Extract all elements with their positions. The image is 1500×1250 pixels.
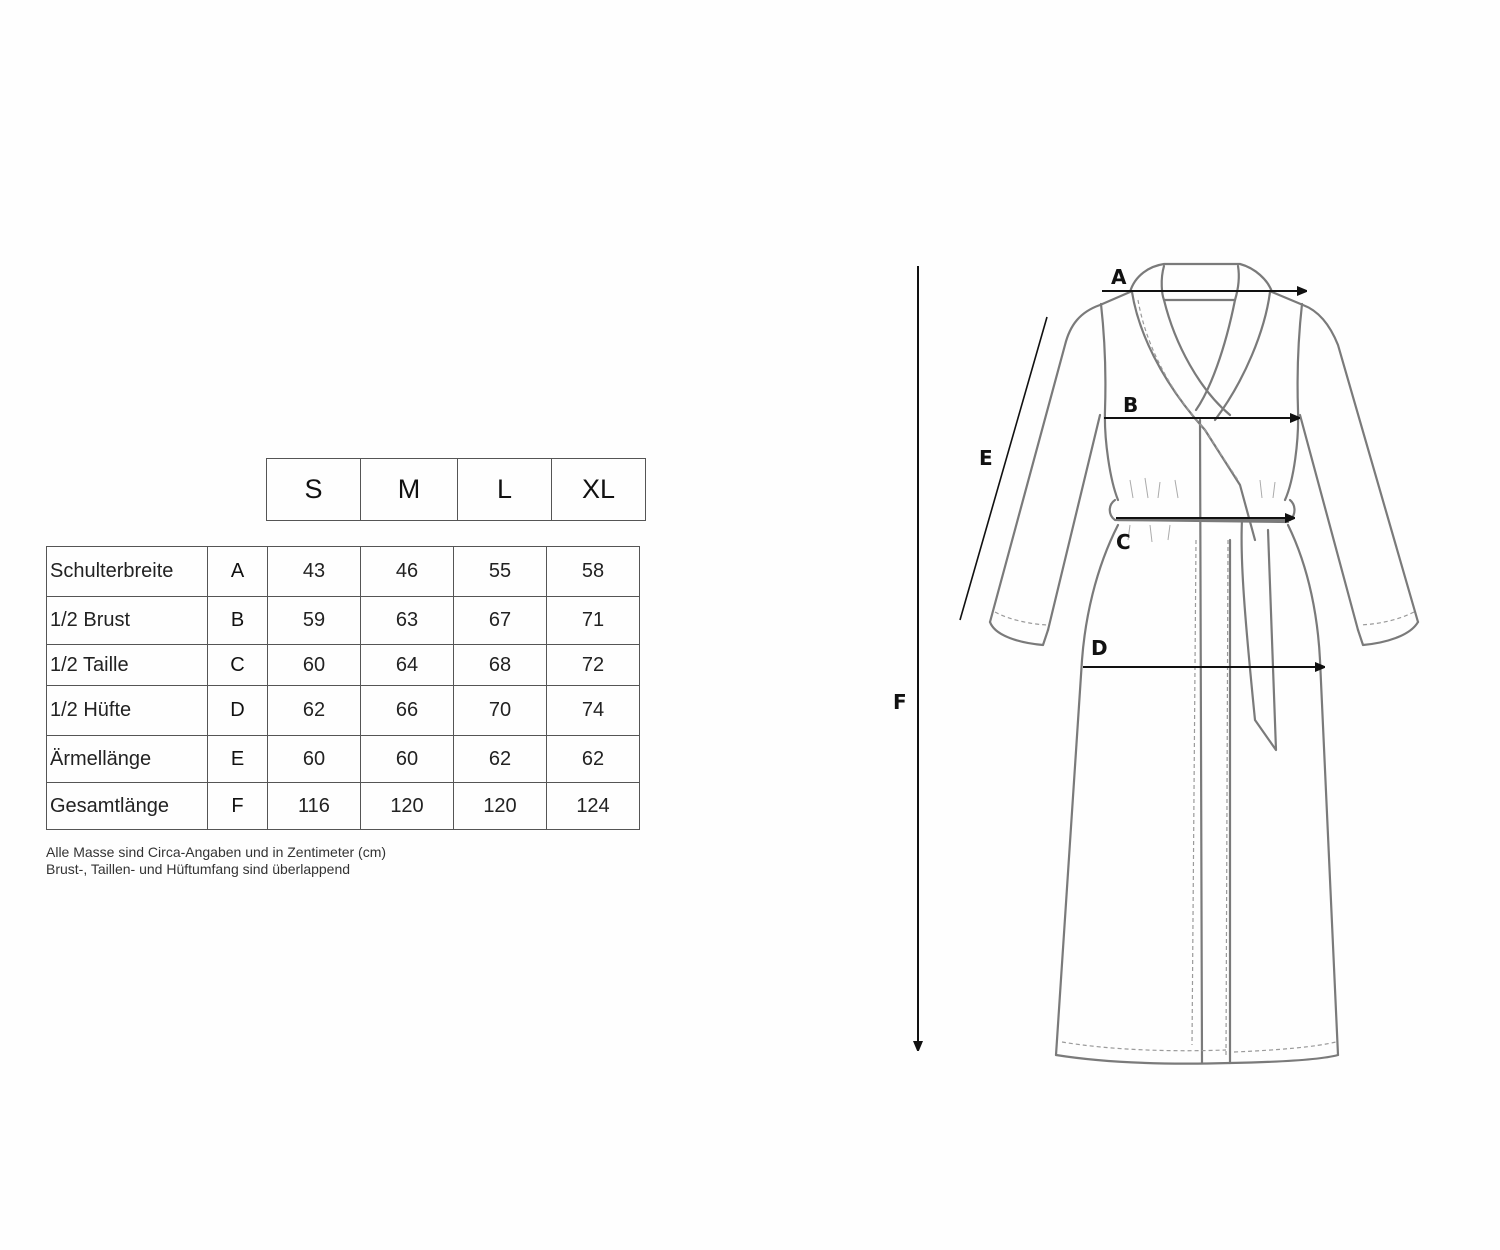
size-header-l: L — [457, 458, 552, 521]
label-a: A — [1111, 265, 1127, 289]
value-l: 70 — [453, 685, 547, 736]
label-f: F — [893, 690, 907, 714]
size-header-m: M — [360, 458, 458, 521]
value-s: 62 — [267, 685, 361, 736]
value-l: 120 — [453, 782, 547, 830]
robe-illustration-icon — [880, 262, 1420, 1065]
value-l: 55 — [453, 546, 547, 597]
label-e: E — [979, 446, 993, 470]
value-m: 46 — [360, 546, 454, 597]
label-c: C — [1116, 530, 1131, 554]
value-s: 43 — [267, 546, 361, 597]
measurement-code: C — [207, 644, 268, 686]
value-m: 63 — [360, 596, 454, 645]
measurement-label: 1/2 Taille — [46, 644, 208, 686]
measurement-code: F — [207, 782, 268, 830]
measurement-label: 1/2 Brust — [46, 596, 208, 645]
table-row: 1/2 Brust B 59 63 67 71 — [46, 596, 640, 645]
value-xl: 62 — [546, 735, 640, 783]
value-s: 59 — [267, 596, 361, 645]
footnote-overlap: Brust-, Taillen- und Hüftumfang sind übe… — [46, 861, 351, 877]
table-row: Ärmellänge E 60 60 62 62 — [46, 735, 640, 783]
table-row: 1/2 Hüfte D 62 66 70 74 — [46, 685, 640, 736]
footnotes: Alle Masse sind Circa-Angaben und in Zen… — [46, 844, 386, 878]
value-l: 68 — [453, 644, 547, 686]
size-header-xl: XL — [551, 458, 646, 521]
value-s: 60 — [267, 644, 361, 686]
value-m: 60 — [360, 735, 454, 783]
value-l: 67 — [453, 596, 547, 645]
table-row: Schulterbreite A 43 46 55 58 — [46, 546, 640, 597]
value-s: 116 — [267, 782, 361, 830]
value-s: 60 — [267, 735, 361, 783]
table-row: Gesamtlänge F 116 120 120 124 — [46, 782, 640, 830]
table-row: 1/2 Taille C 60 64 68 72 — [46, 644, 640, 686]
value-xl: 72 — [546, 644, 640, 686]
value-m: 120 — [360, 782, 454, 830]
size-header-table: S M L XL — [266, 458, 646, 521]
robe-diagram: A B C D E F — [880, 250, 1440, 1080]
size-header-row: S M L XL — [266, 458, 646, 521]
size-header-s: S — [266, 458, 361, 521]
value-l: 62 — [453, 735, 547, 783]
measurement-code: B — [207, 596, 268, 645]
measurement-code: D — [207, 685, 268, 736]
value-xl: 58 — [546, 546, 640, 597]
value-xl: 74 — [546, 685, 640, 736]
value-xl: 124 — [546, 782, 640, 830]
measurement-code: A — [207, 546, 268, 597]
footnote-units: Alle Masse sind Circa-Angaben und in Zen… — [46, 844, 387, 860]
measurement-label: Gesamtlänge — [46, 782, 208, 830]
value-m: 66 — [360, 685, 454, 736]
value-xl: 71 — [546, 596, 640, 645]
value-m: 64 — [360, 644, 454, 686]
measurement-label: Ärmellänge — [46, 735, 208, 783]
label-d: D — [1091, 636, 1108, 660]
measurement-code: E — [207, 735, 268, 783]
measurement-table: Schulterbreite A 43 46 55 58 1/2 Brust B… — [46, 546, 640, 830]
measurement-label: 1/2 Hüfte — [46, 685, 208, 736]
measurement-label: Schulterbreite — [46, 546, 208, 597]
label-b: B — [1123, 393, 1139, 417]
